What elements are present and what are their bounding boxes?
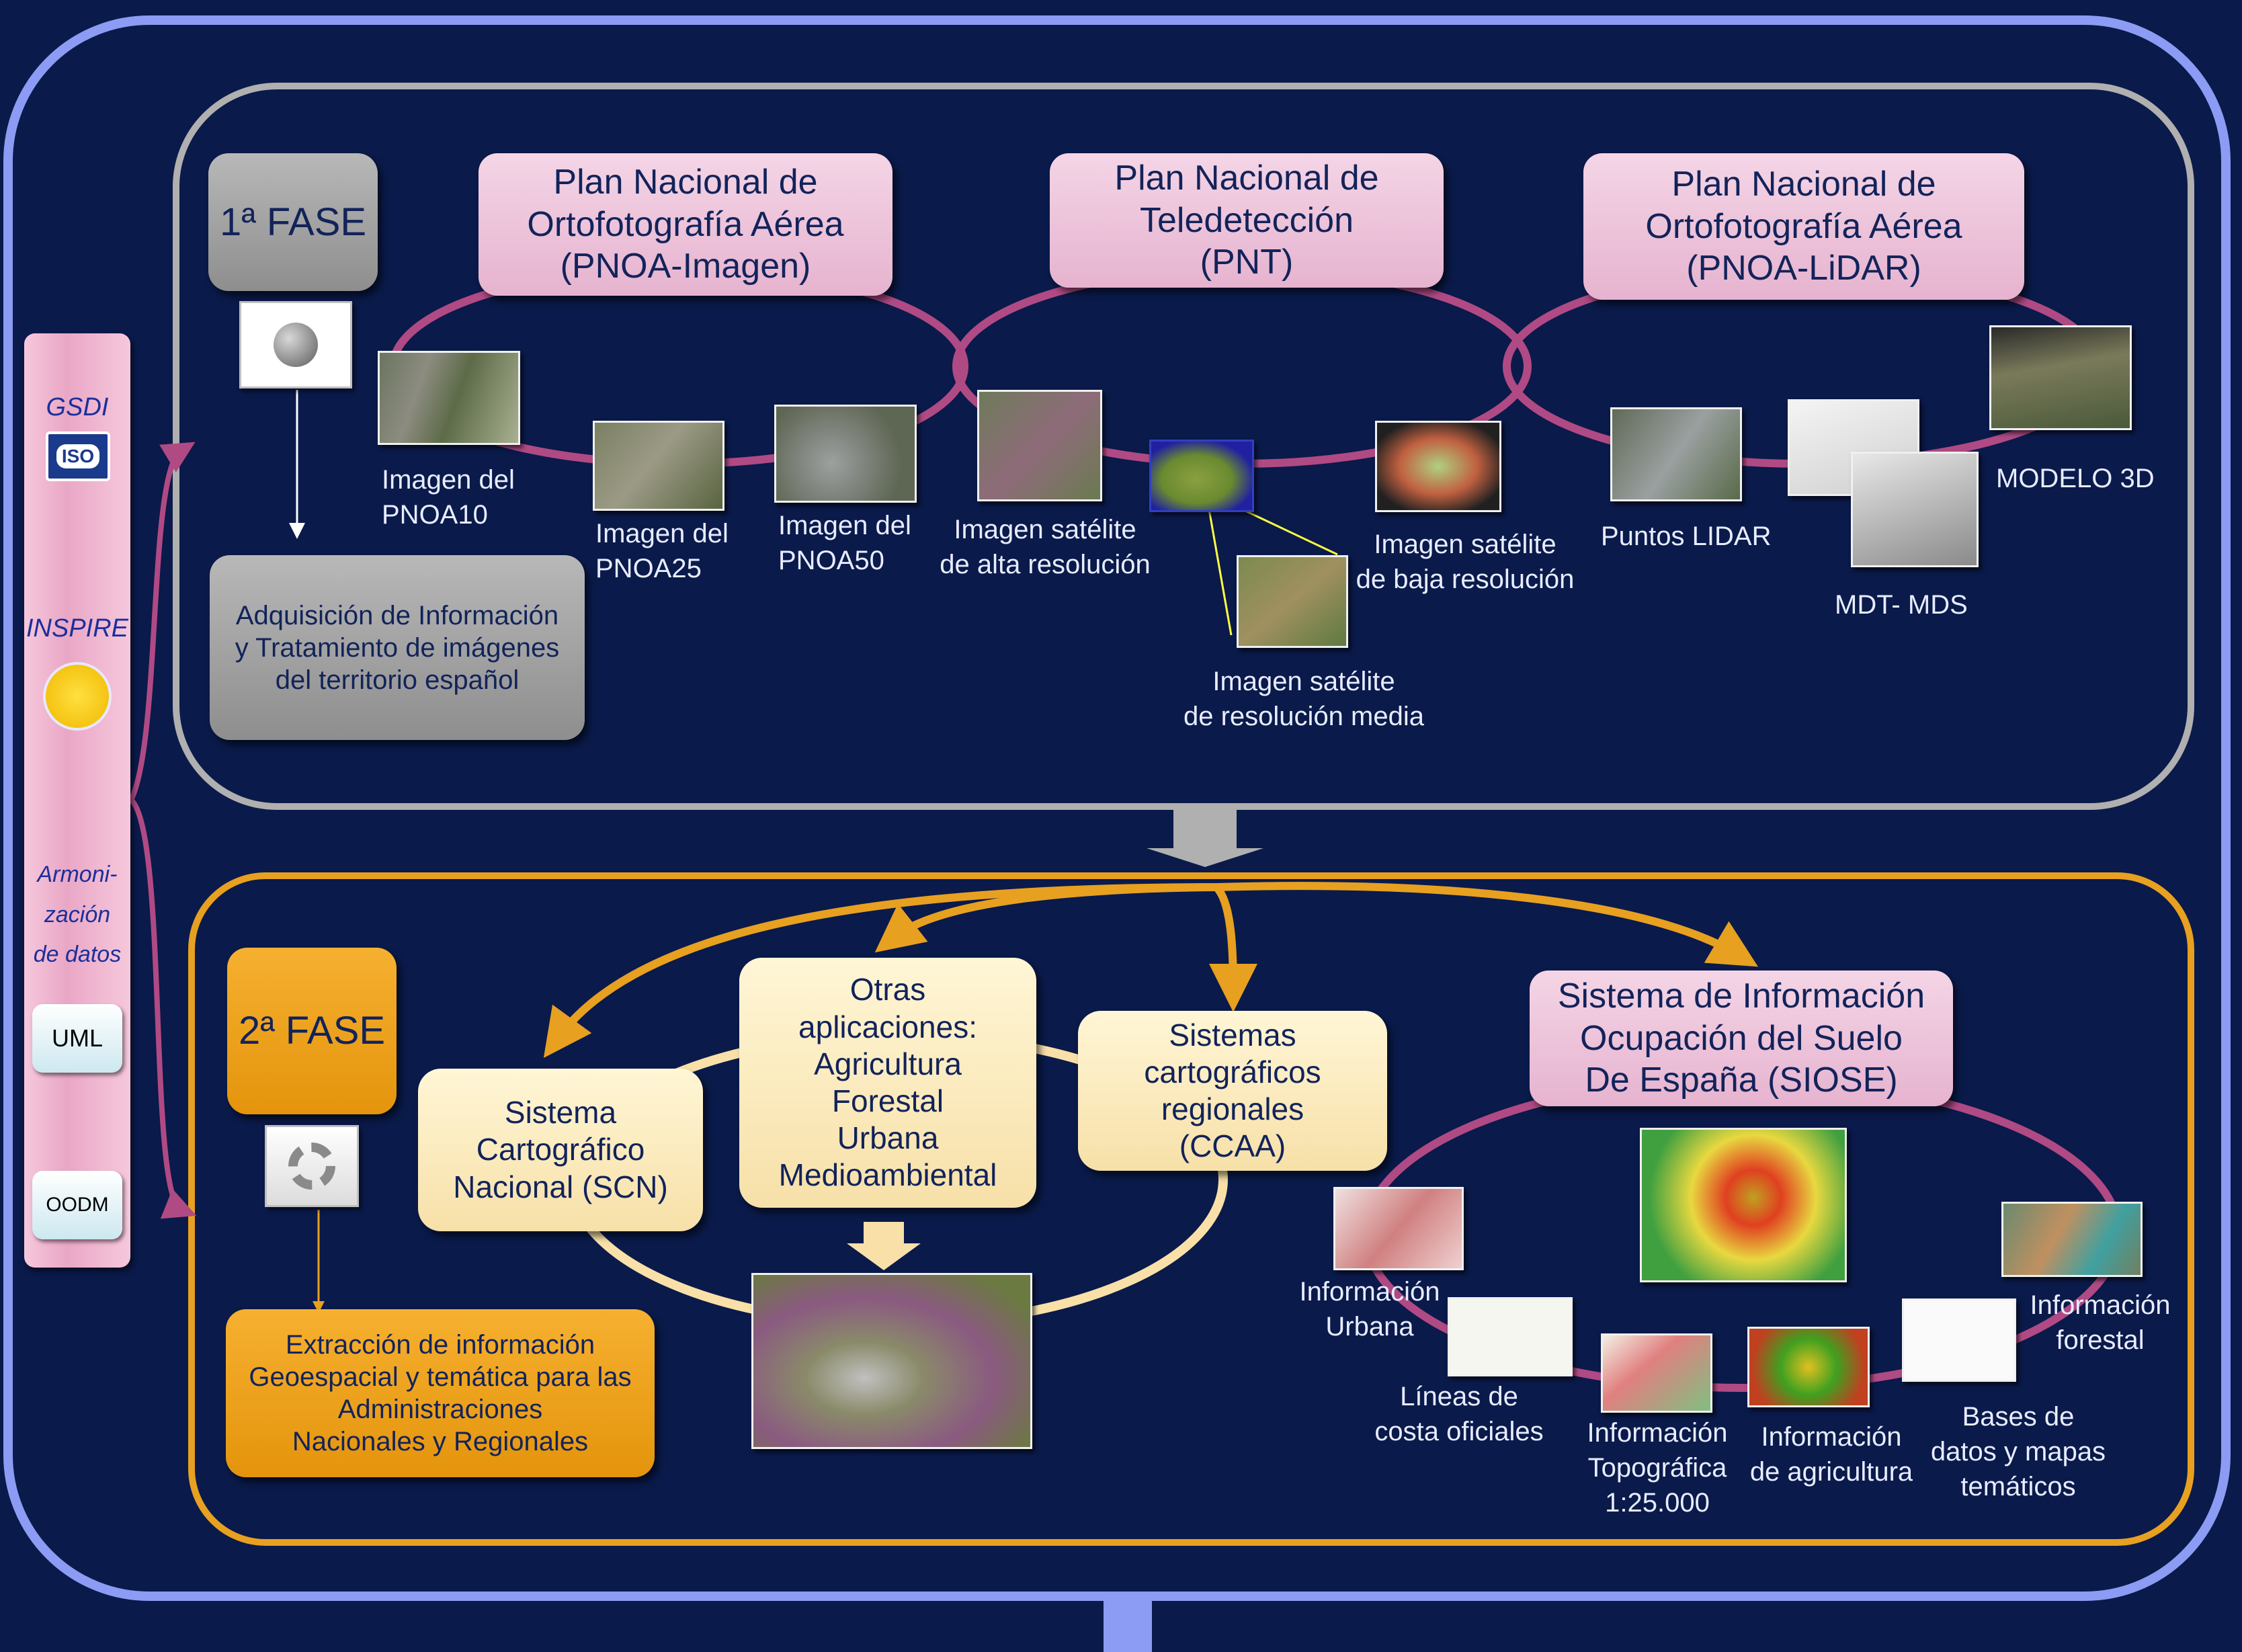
phase2-title: 2ª FASE: [227, 948, 397, 1114]
mds-thumbnail: [1851, 452, 1979, 567]
siose-map-thumbnail: [1640, 1128, 1847, 1282]
pnoa50-thumbnail: [774, 405, 917, 503]
label-pnoa25: Imagen del PNOA25: [595, 519, 729, 583]
phase-transition-arrow: [1147, 810, 1263, 867]
gear-icon: [265, 1125, 359, 1207]
phase2-description: Extracción de información Geoespacial y …: [226, 1309, 655, 1477]
urban-info-thumbnail: [1333, 1187, 1464, 1270]
forest-info-thumbnail: [2001, 1202, 2143, 1277]
system-otras-aplicaciones: Otras aplicaciones: Agricultura Forestal…: [739, 958, 1036, 1208]
label-satellite-high: Imagen satélite de alta resolución: [940, 515, 1151, 579]
uml-button[interactable]: UML: [32, 1004, 122, 1073]
otras-down-arrow: [847, 1222, 921, 1270]
iso-logo-text: ISO: [56, 444, 100, 468]
sidebar-arrow-phase1: [128, 442, 196, 801]
pnoa25-thumbnail: [593, 421, 724, 511]
plan-pnoa-imagen: Plan Nacional de Ortofotografía Aérea (P…: [479, 153, 892, 296]
label-thematic-db: Bases de datos y mapas temáticos: [1930, 1402, 2106, 1501]
system-scn: Sistema Cartográfico Nacional (SCN): [418, 1069, 703, 1231]
model3d-thumbnail: [1989, 325, 2132, 430]
satellite-low-spain-thumbnail: [1149, 440, 1254, 512]
label-model3d: MODELO 3D: [1996, 464, 2155, 493]
oodm-button[interactable]: OODM: [32, 1171, 122, 1239]
label-forest-info: Información forestal: [2030, 1290, 2171, 1355]
label-urban-info: Información Urbana: [1299, 1277, 1440, 1341]
arrow-to-siose: [1216, 882, 1758, 967]
label-mdt-mds: MDT- MDS: [1835, 590, 1968, 620]
satellite-medium-thumbnail: [1237, 555, 1348, 648]
thematic-db-thumbnail: [1902, 1298, 2016, 1382]
label-pnoa50: Imagen del PNOA50: [778, 511, 911, 575]
inspire-label: INSPIRE: [26, 614, 129, 643]
bottom-connector: [1104, 1596, 1152, 1652]
iso-logo: ISO: [46, 431, 110, 481]
system-ccaa: Sistemas cartográficos regionales (CCAA): [1078, 1011, 1387, 1171]
label-topographic: Información Topográfica 1:25.000: [1587, 1418, 1728, 1518]
pnoa10-thumbnail: [378, 351, 520, 445]
satellite-icon: [239, 301, 352, 388]
label-coastline: Líneas de costa oficiales: [1374, 1382, 1544, 1446]
arrow-to-ccaa: [1208, 884, 1257, 1012]
harmonization-label: Armoni- zación de datos: [33, 862, 122, 967]
phase1-description: Adquisición de Información y Tratamiento…: [210, 555, 585, 740]
label-pnoa10: Imagen del PNOA10: [382, 465, 515, 530]
satellite-low-thumbnail: [1375, 421, 1501, 512]
inspire-logo: [43, 662, 112, 731]
label-agriculture: Información de agricultura: [1749, 1422, 1913, 1487]
topographic-thumbnail: [1601, 1333, 1712, 1413]
sidebar-arrow-phase2: [128, 798, 197, 1219]
satellite-high-thumbnail: [977, 390, 1102, 501]
standards-sidebar: [24, 333, 130, 1268]
label-satellite-medium: Imagen satélite de resolución media: [1184, 667, 1424, 731]
lidar-points-thumbnail: [1610, 407, 1742, 501]
gsdi-label: GSDI: [46, 393, 109, 421]
coastline-thumbnail: [1448, 1297, 1573, 1376]
system-siose: Sistema de Información Ocupación del Sue…: [1530, 970, 1953, 1106]
label-satellite-low: Imagen satélite de baja resolución: [1356, 530, 1575, 594]
plan-pnoa-lidar: Plan Nacional de Ortofotografía Aérea (P…: [1583, 153, 2024, 300]
label-lidar-points: Puntos LIDAR: [1601, 522, 1772, 551]
agriculture-thumbnail: [1747, 1327, 1870, 1407]
arrow-to-otras: [874, 883, 1217, 953]
thematic-map-thumbnail: [751, 1273, 1032, 1449]
phase1-title: 1ª FASE: [208, 153, 378, 291]
zoom-line: [1205, 493, 1233, 636]
plan-pnt: Plan Nacional de Teledetección (PNT): [1050, 153, 1444, 288]
